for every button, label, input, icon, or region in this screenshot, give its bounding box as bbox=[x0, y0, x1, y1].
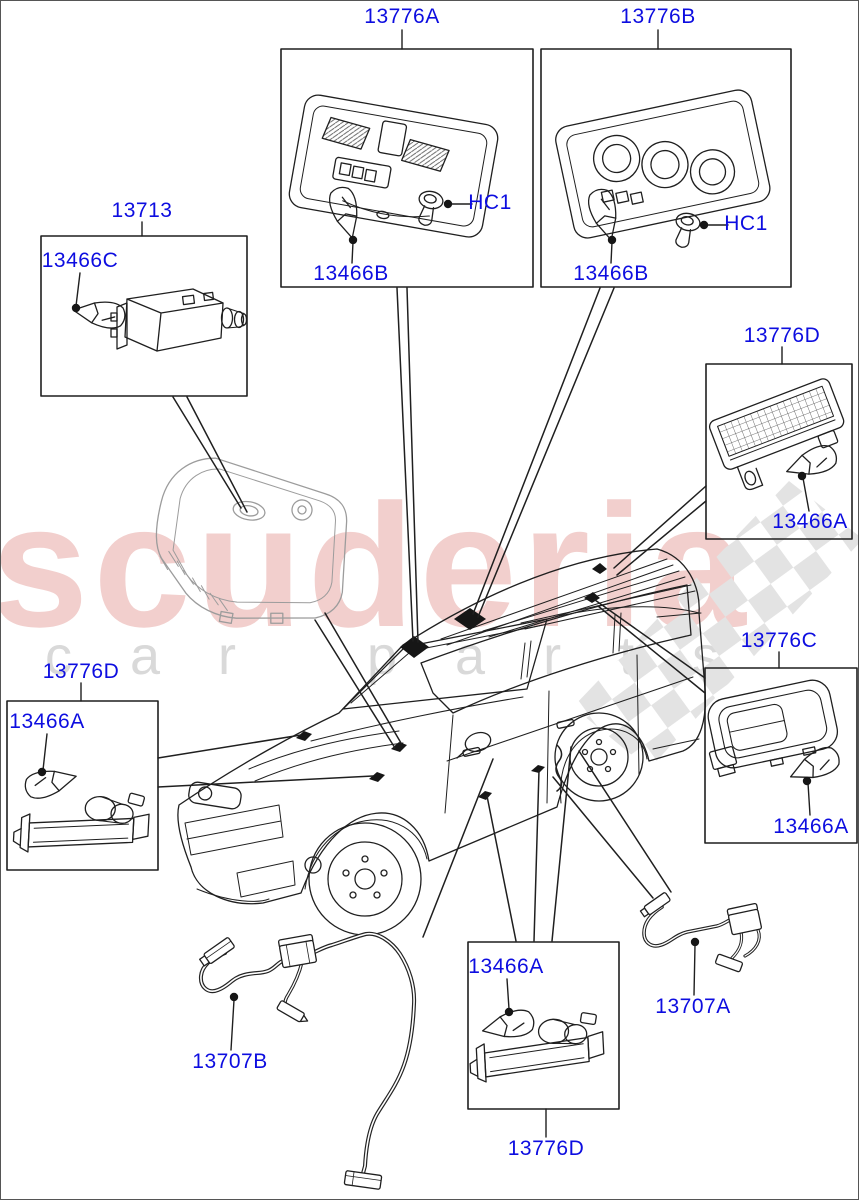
part-label-13466a-bottom[interactable]: 13466A bbox=[468, 955, 544, 978]
part-label-13776c[interactable]: 13776C bbox=[740, 629, 818, 652]
door-mirror bbox=[464, 731, 492, 753]
detail-box-13776c bbox=[704, 667, 858, 844]
detail-box-13776a bbox=[280, 48, 534, 288]
wiring-harness-13707a-illustration bbox=[639, 892, 763, 973]
part-label-13776d-bottom[interactable]: 13776D bbox=[507, 1137, 585, 1160]
front-wheel bbox=[308, 822, 422, 936]
leader-lines bbox=[157, 287, 707, 942]
bulb-13466a-c-illustration bbox=[784, 742, 844, 790]
detail-box-13713 bbox=[40, 235, 248, 397]
detail-box-13776d-bottom bbox=[467, 941, 620, 1110]
lamp-position-marks bbox=[296, 563, 607, 800]
bulb-13466a-left-illustration bbox=[21, 763, 80, 802]
part-label-13776a[interactable]: 13776A bbox=[364, 5, 440, 28]
bulb-13466c-illustration bbox=[70, 296, 128, 331]
glovebox-illustration bbox=[155, 457, 348, 625]
detail-box-13776b bbox=[540, 48, 792, 288]
callout-lines bbox=[37, 29, 812, 1138]
detail-box-13776d-right bbox=[705, 363, 853, 540]
glovebox-lamp-illustration bbox=[110, 288, 248, 352]
part-label-13776b[interactable]: 13776B bbox=[620, 5, 696, 28]
detail-box-13776d-left bbox=[6, 700, 159, 871]
part-label-13713[interactable]: 13713 bbox=[111, 199, 173, 222]
headlight bbox=[188, 781, 242, 810]
vehicle-illustration bbox=[177, 548, 707, 936]
part-label-13466c[interactable]: 13466C bbox=[41, 249, 119, 272]
overhead-console-rear-illustration bbox=[555, 89, 771, 239]
part-label-13776d-right[interactable]: 13776D bbox=[743, 324, 821, 347]
part-label-13466b-right[interactable]: 13466B bbox=[573, 262, 649, 285]
interior-lamp-illustration bbox=[707, 679, 839, 769]
interior-lamp-connector bbox=[708, 746, 738, 778]
part-label-13466a-c[interactable]: 13466A bbox=[773, 815, 849, 838]
detail-boxes bbox=[6, 48, 858, 1110]
part-label-hc1-right[interactable]: HC1 bbox=[724, 212, 768, 235]
part-label-13466a-right[interactable]: 13466A bbox=[772, 510, 848, 533]
license-lamp-bottom-illustration bbox=[467, 1010, 606, 1084]
part-label-hc1-left[interactable]: HC1 bbox=[468, 191, 512, 214]
grille bbox=[184, 804, 284, 856]
clip-hc1-right-illustration bbox=[670, 210, 703, 251]
checkered-flag-watermark bbox=[573, 481, 858, 769]
cargo-lamp-illustration bbox=[708, 378, 845, 491]
part-label-13466a-left[interactable]: 13466A bbox=[9, 710, 85, 733]
part-label-13707b[interactable]: 13707B bbox=[192, 1050, 268, 1073]
wiring-harness-13707b-illustration bbox=[198, 931, 417, 1190]
part-label-13466b-left[interactable]: 13466B bbox=[313, 262, 389, 285]
door-harness-squiggle bbox=[555, 744, 563, 792]
part-label-13776d-left[interactable]: 13776D bbox=[42, 660, 120, 683]
part-label-13707a[interactable]: 13707A bbox=[655, 995, 731, 1018]
bulb-13466a-right-illustration bbox=[781, 441, 841, 485]
overhead-console-front-illustration bbox=[288, 94, 499, 238]
